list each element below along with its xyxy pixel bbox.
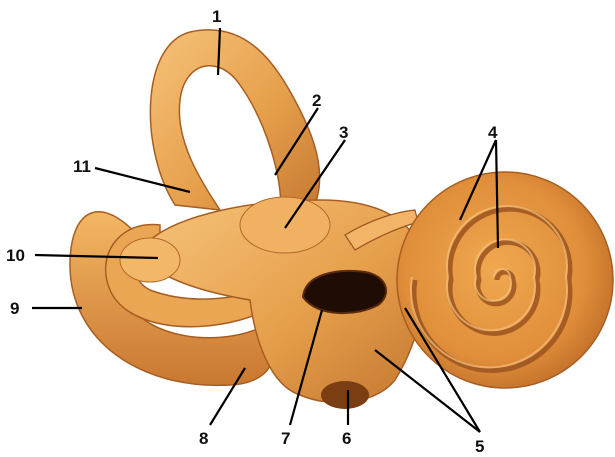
label-3: 3	[339, 123, 348, 142]
label-4: 4	[488, 123, 498, 142]
label-9: 9	[10, 299, 19, 318]
label-8: 8	[199, 429, 208, 448]
label-6: 6	[342, 429, 351, 448]
label-10: 10	[6, 246, 25, 265]
label-7: 7	[281, 429, 290, 448]
oval-window	[303, 271, 386, 313]
cochlea	[397, 172, 613, 388]
label-2: 2	[312, 91, 321, 110]
round-window	[321, 381, 369, 409]
label-1: 1	[212, 7, 221, 26]
anterior-canal	[150, 30, 319, 220]
label-11: 11	[73, 157, 91, 176]
label-5: 5	[475, 437, 484, 456]
